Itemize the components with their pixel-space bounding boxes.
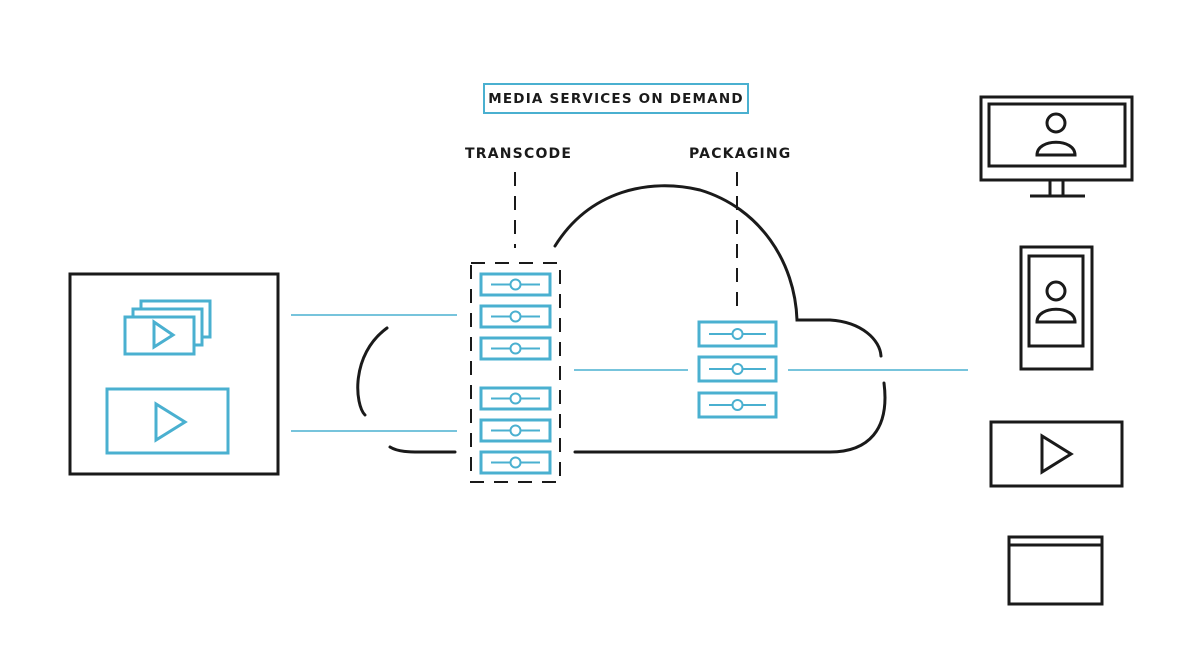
connectors bbox=[291, 314, 968, 432]
cloud-right-bottom bbox=[573, 381, 887, 454]
packaging-rack-unit bbox=[697, 391, 778, 419]
video-stack-icon bbox=[123, 299, 212, 356]
browser-window-icon bbox=[1007, 535, 1104, 606]
diagram-title-box: MEDIA SERVICES ON DEMAND bbox=[483, 83, 749, 114]
transcode-rack-unit bbox=[479, 418, 552, 443]
video-player-icon bbox=[989, 420, 1124, 488]
transcode-label: TRANSCODE bbox=[465, 146, 573, 162]
transcode-rack-unit bbox=[479, 304, 552, 329]
cloud-left-bottom bbox=[388, 445, 457, 454]
cloud-outline bbox=[356, 184, 887, 454]
packaging-server-rack-icon bbox=[697, 320, 778, 419]
transcode-rack-unit bbox=[479, 386, 552, 411]
source-frame bbox=[68, 272, 280, 476]
cloud-left-curve bbox=[356, 326, 389, 417]
transcode-rack-unit bbox=[479, 336, 552, 361]
dashed-leaders bbox=[514, 172, 738, 310]
desktop-monitor-icon bbox=[979, 95, 1134, 198]
packaging-label: PACKAGING bbox=[689, 146, 792, 162]
packaging-rack-unit bbox=[697, 320, 778, 348]
video-play-icon bbox=[105, 387, 230, 455]
transcode-rack-unit bbox=[479, 450, 552, 475]
source-media-box bbox=[68, 272, 280, 476]
packaging-rack-unit bbox=[697, 355, 778, 383]
transcode-server-rack-icon bbox=[479, 272, 552, 475]
mobile-phone-icon bbox=[1019, 245, 1094, 371]
cloud-top-curve bbox=[553, 184, 883, 358]
transcode-rack-unit bbox=[479, 272, 552, 297]
transcode-group-box bbox=[470, 262, 561, 483]
diagram-title: MEDIA SERVICES ON DEMAND bbox=[488, 90, 744, 107]
